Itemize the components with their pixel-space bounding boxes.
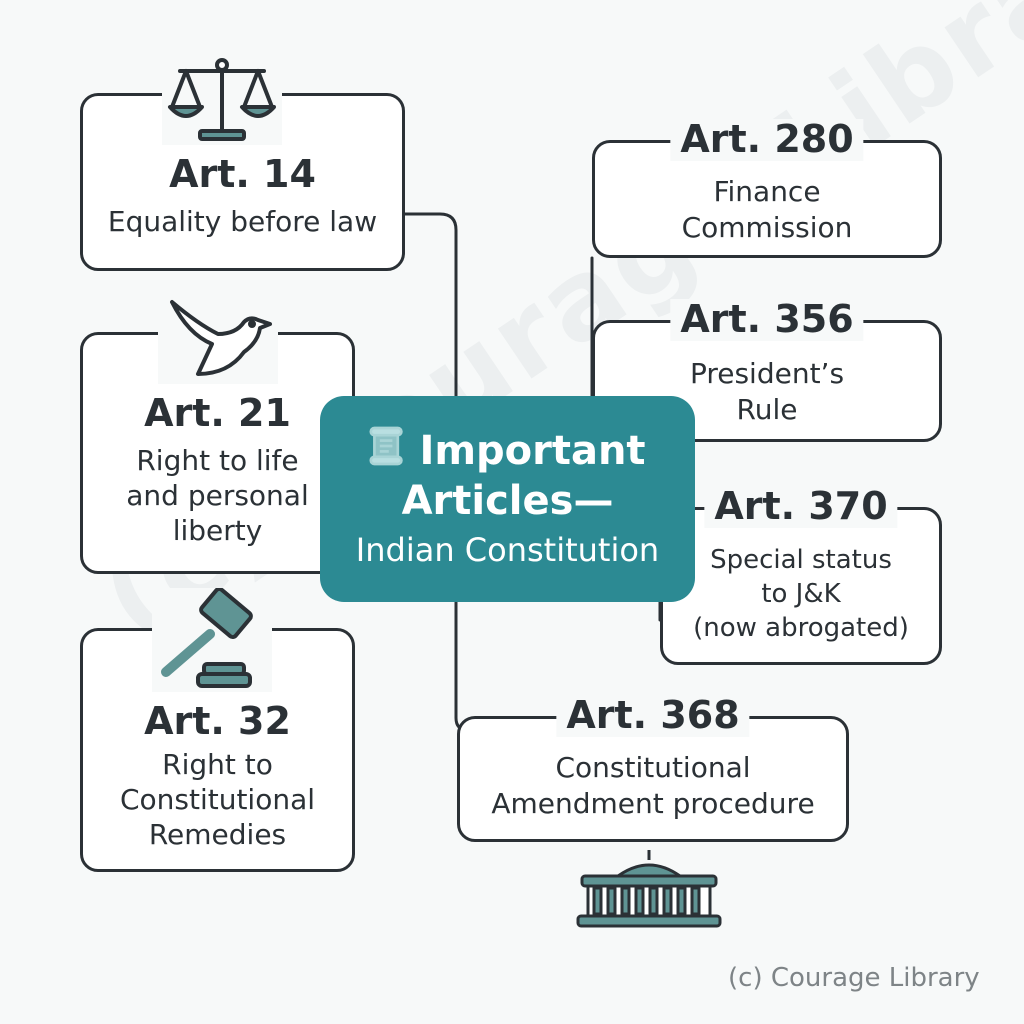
- article-number: Art. 356: [670, 298, 864, 341]
- center-subtitle: Indian Constitution: [355, 530, 660, 569]
- scales-of-justice-icon: [162, 55, 282, 145]
- center-title-line1-row: Important: [369, 426, 646, 477]
- article-number: Art. 32: [144, 699, 291, 743]
- dove-icon: [158, 294, 278, 384]
- article-description: Finance Commission: [681, 174, 853, 244]
- article-card-32: Art. 32 Right to Constitutional Remedies: [80, 628, 355, 872]
- article-description: President’s Rule: [689, 356, 845, 426]
- article-card-280: Art. 280 Finance Commission: [592, 118, 942, 258]
- article-number: Art. 368: [556, 694, 750, 737]
- article-card-368: Art. 368 Constitutional Amendment proced…: [457, 694, 849, 842]
- connector-art14: [403, 212, 458, 398]
- connector-art368: [454, 600, 470, 732]
- center-title-line1: Important: [419, 428, 646, 475]
- center-title-line2: Articles—: [401, 477, 614, 524]
- scroll-icon: [369, 426, 405, 477]
- article-description: Special status to J&K (now abrogated): [693, 545, 909, 643]
- article-description: Constitutional Amendment procedure: [491, 750, 815, 820]
- article-number: Art. 280: [670, 118, 864, 161]
- parliament-building-icon: [574, 846, 724, 930]
- copyright-credit: (c) Courage Library: [728, 963, 980, 993]
- article-description: Equality before law: [107, 204, 378, 238]
- center-title-box: Important Articles— Indian Constitution: [320, 396, 695, 602]
- article-card-21: Art. 21 Right to life and personal liber…: [80, 332, 355, 574]
- article-card-356: Art. 356 President’s Rule: [592, 298, 942, 442]
- article-number: Art. 14: [169, 152, 316, 196]
- article-card-370: Art. 370 Special status to J&K (now abro…: [660, 485, 942, 665]
- article-number: Art. 370: [704, 485, 898, 528]
- article-description: Right to life and personal liberty: [126, 443, 309, 547]
- article-description: Right to Constitutional Remedies: [119, 747, 316, 851]
- article-number: Art. 21: [144, 391, 291, 435]
- gavel-icon: [152, 587, 272, 692]
